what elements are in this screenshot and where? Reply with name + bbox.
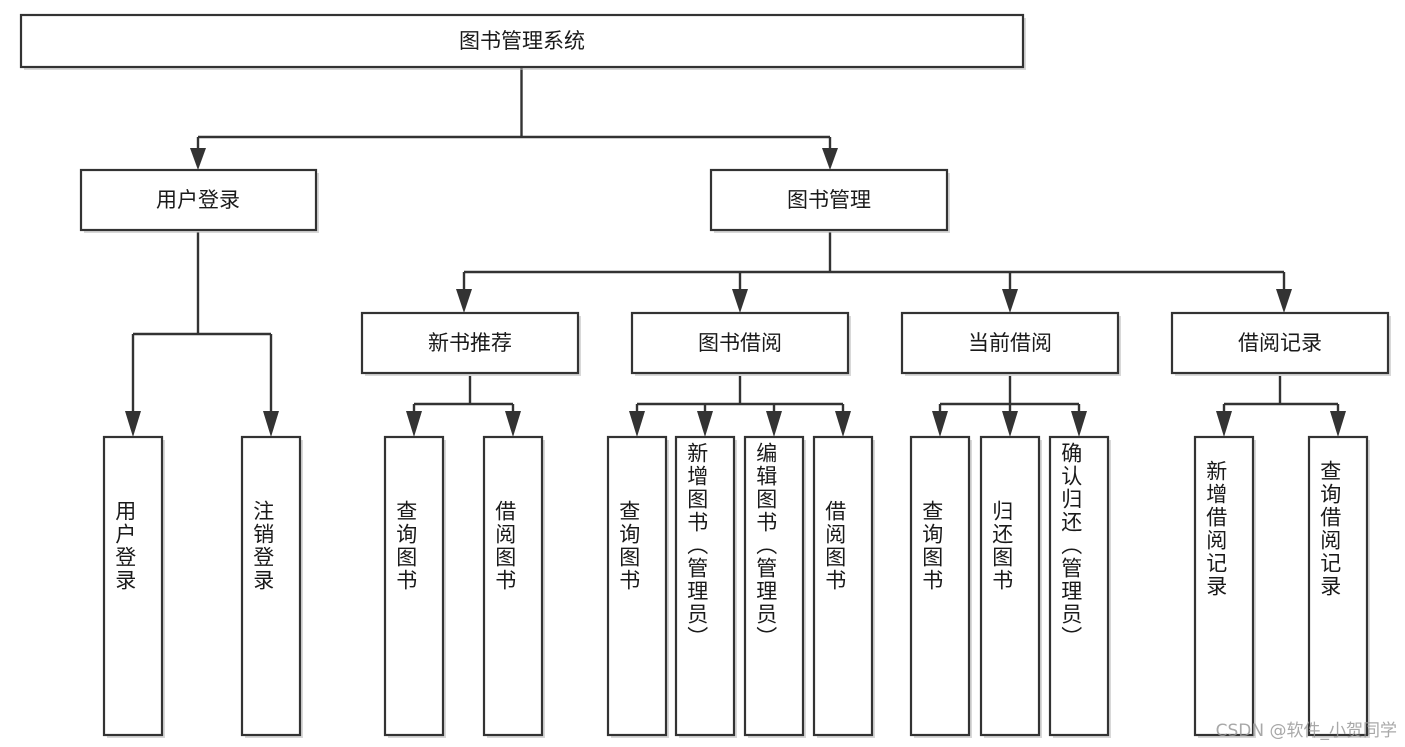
leaf-box-layer: [102, 435, 1370, 738]
leaf-book-borrow-1-box[interactable]: [674, 435, 736, 737]
arrow-current-borrow-leaf-1: [1002, 411, 1018, 437]
node-book-management-label: 图书管理: [787, 188, 871, 212]
node-root[interactable]: 图书管理系统: [19, 13, 1026, 70]
leaf-new-book-0-box[interactable]: [383, 435, 445, 737]
arrow-root-to-book-mgmt: [822, 148, 838, 170]
arrow-borrow-record-leaf-0: [1216, 411, 1232, 437]
arrow-borrow-record-leaf-1: [1330, 411, 1346, 437]
csdn-watermark: CSDN @软件_小贺同学: [1215, 721, 1397, 741]
arrow-book-borrow-leaf-2: [766, 411, 782, 437]
node-user-login[interactable]: 用户登录: [79, 168, 319, 233]
node-current-borrow[interactable]: 当前借阅: [900, 311, 1121, 376]
arrow-book-mgmt-child-0: [456, 289, 472, 313]
arrow-user-login-leaf-0: [125, 411, 141, 437]
leaf-new-book-1-box[interactable]: [482, 435, 544, 737]
node-book-borrow[interactable]: 图书借阅: [630, 311, 851, 376]
arrow-book-mgmt-child-2: [1002, 289, 1018, 313]
node-book-borrow-label: 图书借阅: [698, 331, 782, 355]
leaf-user-login-0-box[interactable]: [102, 435, 164, 737]
leaf-current-borrow-1-box[interactable]: [979, 435, 1041, 737]
leaf-book-borrow-3-box[interactable]: [812, 435, 874, 737]
node-new-book-recommend-label: 新书推荐: [428, 331, 512, 355]
arrow-book-mgmt-child-1: [732, 289, 748, 313]
node-book-borrow-box[interactable]: [630, 311, 850, 375]
arrow-new-book-leaf-1: [505, 411, 521, 437]
arrow-current-borrow-leaf-0: [932, 411, 948, 437]
arrow-user-login-leaf-1: [263, 411, 279, 437]
node-current-borrow-box[interactable]: [900, 311, 1120, 375]
node-borrow-record[interactable]: 借阅记录: [1170, 311, 1391, 376]
node-new-book-recommend-box[interactable]: [360, 311, 580, 375]
node-current-borrow-label: 当前借阅: [968, 331, 1052, 355]
arrow-new-book-leaf-0: [406, 411, 422, 437]
leaf-current-borrow-2-box[interactable]: [1048, 435, 1110, 737]
node-borrow-record-box[interactable]: [1170, 311, 1390, 375]
node-book-management-box[interactable]: [709, 168, 949, 232]
node-book-management[interactable]: 图书管理: [709, 168, 950, 233]
arrow-root-to-user-login: [190, 148, 206, 170]
node-user-login-label: 用户登录: [156, 188, 240, 212]
arrow-current-borrow-leaf-2: [1071, 411, 1087, 437]
arrow-book-borrow-leaf-0: [629, 411, 645, 437]
arrow-book-borrow-leaf-3: [835, 411, 851, 437]
leaf-book-borrow-0-box[interactable]: [606, 435, 668, 737]
leaf-user-login-1-box[interactable]: [240, 435, 302, 737]
leaf-current-borrow-0-box[interactable]: [909, 435, 971, 737]
node-new-book-recommend[interactable]: 新书推荐: [360, 311, 581, 376]
connector-layer: [125, 68, 1346, 437]
arrow-book-borrow-leaf-1: [697, 411, 713, 437]
leaf-book-borrow-2-box[interactable]: [743, 435, 805, 737]
arrow-book-mgmt-child-3: [1276, 289, 1292, 313]
node-root-label: 图书管理系统: [459, 29, 585, 53]
leaf-borrow-record-0-box[interactable]: [1193, 435, 1255, 737]
node-borrow-record-label: 借阅记录: [1238, 331, 1322, 355]
node-user-login-box[interactable]: [79, 168, 318, 232]
node-root-box[interactable]: [19, 13, 1025, 69]
leaf-borrow-record-1-box[interactable]: [1307, 435, 1369, 737]
